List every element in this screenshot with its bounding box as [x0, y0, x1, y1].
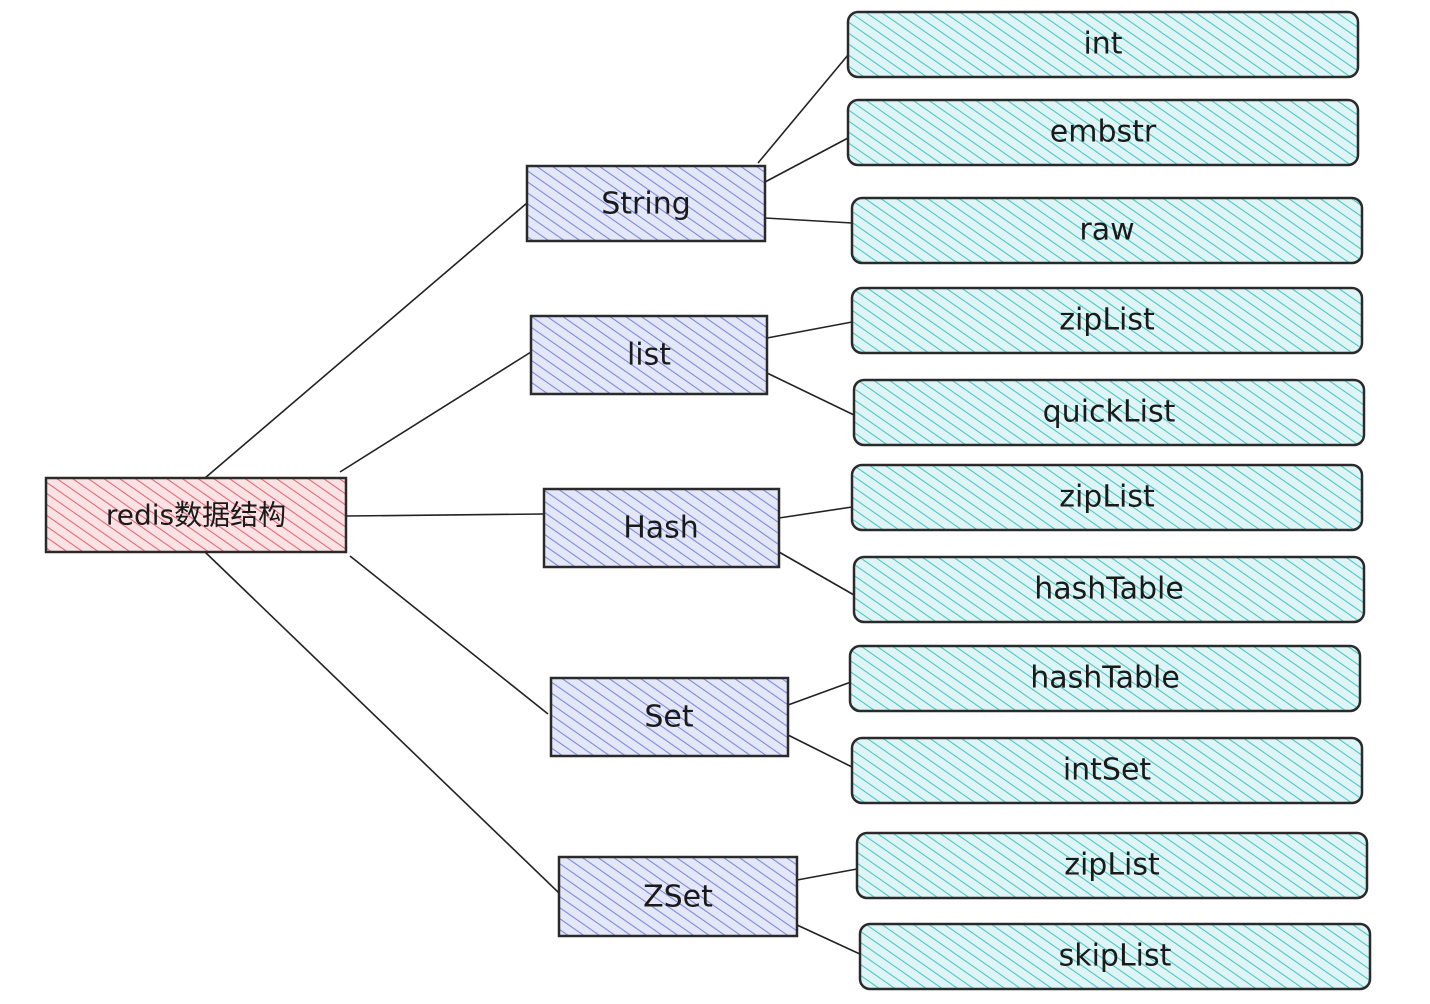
root-node: redis数据结构 — [44, 476, 348, 554]
encoding-node-ziplist-hash-label: zipList — [1059, 480, 1155, 515]
type-node-set-label: Set — [644, 700, 694, 735]
edge-set-hashtable — [787, 681, 852, 706]
type-node-string-label: String — [601, 187, 691, 222]
type-node-list-label: list — [627, 338, 671, 373]
encoding-node-intset: intSet — [850, 736, 1364, 805]
encoding-node-quicklist: quickList — [852, 378, 1366, 447]
encoding-node-ziplist-zset: zipList — [855, 831, 1369, 900]
encoding-node-hashtable-set-label: hashTable — [1030, 661, 1180, 696]
root-edges — [204, 202, 560, 894]
edge-set-intset — [787, 734, 853, 768]
edge-root-list — [339, 351, 532, 473]
encoding-node-embstr: embstr — [846, 98, 1360, 167]
encoding-node-hashtable-hash-label: hashTable — [1034, 572, 1184, 607]
edge-zset-skiplist — [796, 924, 863, 956]
encoding-node-intset-label: intSet — [1063, 753, 1152, 788]
edge-string-int — [757, 54, 849, 164]
edge-hash-hashtable — [778, 551, 855, 596]
encoding-node-ziplist-list-label: zipList — [1059, 303, 1155, 338]
encoding-node-hashtable-hash: hashTable — [852, 555, 1366, 624]
type-node-zset-label: ZSet — [643, 880, 713, 915]
encoding-node-int-label: int — [1083, 27, 1122, 62]
type-node-set: Set — [549, 676, 790, 758]
encoding-node-skiplist: skipList — [858, 922, 1372, 991]
encoding-node-embstr-label: embstr — [1050, 115, 1157, 150]
encoding-node-ziplist-hash: zipList — [850, 463, 1364, 532]
encoding-node-quicklist-label: quickList — [1043, 395, 1176, 430]
encoding-node-skiplist-label: skipList — [1059, 939, 1172, 974]
encoding-node-ziplist-list: zipList — [850, 286, 1364, 355]
encoding-node-hashtable-set: hashTable — [848, 644, 1362, 713]
encoding-node-raw-label: raw — [1079, 213, 1134, 248]
type-node-list: list — [529, 314, 769, 396]
edge-list-quicklist — [766, 372, 855, 416]
edge-zset-ziplist — [796, 868, 858, 881]
encoding-node-raw: raw — [850, 196, 1364, 265]
edge-root-set — [349, 555, 549, 715]
type-node-hash-label: Hash — [623, 511, 699, 546]
type-node-hash: Hash — [542, 487, 781, 569]
root-node-label: redis数据结构 — [106, 499, 286, 532]
type-node-string: String — [525, 164, 767, 243]
encoding-node-ziplist-zset-label: zipList — [1064, 848, 1160, 883]
edge-list-ziplist — [766, 321, 853, 339]
edge-root-hash — [345, 513, 545, 517]
encoding-node-int: int — [846, 10, 1360, 79]
edge-hash-ziplist — [778, 506, 853, 519]
type-edges — [757, 54, 863, 956]
edge-string-embstr — [764, 137, 849, 183]
edge-root-string — [204, 202, 528, 479]
edge-root-zset — [204, 551, 560, 894]
edge-string-raw — [764, 217, 853, 224]
type-node-zset: ZSet — [557, 855, 799, 938]
